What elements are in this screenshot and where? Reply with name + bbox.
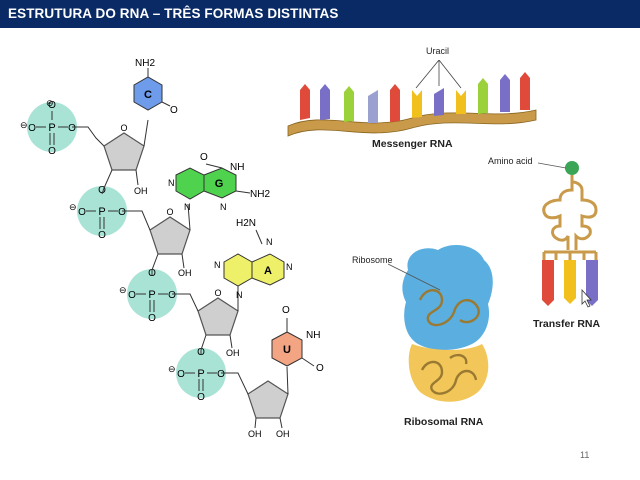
ribose-sugar-1	[103, 132, 145, 171]
svg-text:O: O	[98, 185, 106, 196]
mrna-base	[434, 88, 444, 116]
svg-text:⊖: ⊖	[20, 120, 28, 130]
cursor-icon	[581, 288, 592, 308]
amino-acid-label: Amino acid	[488, 156, 533, 166]
svg-text:NH2: NH2	[250, 189, 270, 200]
svg-text:O: O	[197, 392, 205, 403]
svg-text:N: N	[220, 202, 227, 212]
uracil-label: Uracil	[426, 46, 450, 56]
svg-text:P: P	[148, 289, 155, 301]
svg-text:N: N	[214, 260, 221, 270]
ribose-sugar-2	[149, 216, 191, 255]
svg-text:NH: NH	[230, 162, 244, 173]
ribosome-label: Ribosome	[352, 255, 393, 265]
svg-text:O: O	[214, 288, 221, 298]
svg-text:P: P	[197, 368, 204, 380]
svg-text:N: N	[286, 262, 293, 272]
transfer-rna-label: Transfer RNA	[533, 318, 601, 330]
messenger-rna-label: Messenger RNA	[372, 138, 453, 150]
svg-text:O: O	[166, 207, 173, 217]
svg-text:O: O	[200, 152, 208, 163]
svg-text:H2N: H2N	[236, 218, 256, 229]
svg-text:N: N	[184, 202, 191, 212]
phosphate-group-3: P O O O O ⊖	[119, 268, 177, 324]
transfer-rna-illustration	[542, 161, 598, 308]
svg-text:C: C	[144, 89, 152, 101]
mrna-base	[320, 84, 330, 120]
mrna-base	[300, 84, 310, 120]
svg-text:P: P	[48, 122, 55, 134]
svg-text:O: O	[118, 207, 126, 218]
mrna-bases	[300, 72, 530, 123]
ribosomal-rna-label: Ribosomal RNA	[404, 416, 484, 428]
title-bar: ESTRUTURA DO RNA – TRÊS FORMAS DISTINTAS	[0, 0, 640, 28]
svg-text:O: O	[316, 363, 324, 374]
amino-acid-leader	[538, 162, 567, 169]
svg-text:G: G	[215, 178, 224, 190]
svg-text:O: O	[177, 369, 185, 380]
svg-text:O: O	[148, 313, 156, 324]
svg-text:NH: NH	[306, 330, 320, 341]
phosphate-group-2: P O O O O ⊖	[69, 185, 127, 241]
slide-title: ESTRUTURA DO RNA – TRÊS FORMAS DISTINTAS	[8, 6, 339, 21]
base-adenine: A H2N N N N N	[214, 218, 293, 300]
svg-text:O: O	[170, 105, 178, 116]
base-uracil: U O NH O	[271, 305, 324, 374]
mrna-base	[390, 84, 400, 122]
mrna-base	[478, 78, 488, 114]
svg-text:NH2: NH2	[135, 58, 155, 69]
ribose-sugar-3	[197, 297, 239, 336]
svg-text:⊖: ⊖	[119, 285, 127, 295]
svg-text:OH: OH	[276, 429, 290, 439]
svg-text:N: N	[168, 178, 175, 188]
ribosome-illustration	[402, 245, 493, 402]
mrna-base	[456, 90, 466, 114]
svg-text:O: O	[128, 290, 136, 301]
svg-text:N: N	[236, 290, 243, 300]
page-number: 11	[580, 450, 590, 460]
svg-text:O: O	[98, 230, 106, 241]
svg-text:OH: OH	[248, 429, 262, 439]
trna-anticodon-purple	[586, 260, 598, 306]
svg-text:O: O	[48, 146, 56, 157]
svg-text:U: U	[283, 344, 291, 356]
svg-text:O: O	[217, 369, 225, 380]
phosphate-group-1: P O O O O ⊖ ⊖	[20, 98, 77, 157]
svg-text:O: O	[78, 207, 86, 218]
svg-text:O: O	[48, 100, 56, 111]
ribosome-large-subunit	[402, 245, 493, 350]
svg-text:⊖: ⊖	[69, 202, 77, 212]
rna-structure-diagram: P O O O O ⊖ ⊖ P O O O O ⊖ P O O O O ⊖	[20, 58, 324, 439]
mrna-base	[368, 90, 378, 123]
ribose-sugar-4	[247, 380, 289, 419]
mrna-base	[500, 74, 510, 112]
svg-text:O: O	[120, 123, 127, 133]
mrna-base	[520, 72, 530, 110]
svg-text:N: N	[266, 237, 273, 247]
svg-text:P: P	[98, 206, 105, 218]
svg-text:O: O	[282, 305, 290, 316]
amino-acid-sphere	[565, 161, 579, 175]
phosphate-group-4: P O O O O ⊖	[168, 347, 226, 403]
mrna-base	[344, 86, 354, 122]
trna-anticodon-red	[542, 260, 554, 306]
ribosome-leader	[388, 263, 441, 291]
svg-text:⊖: ⊖	[168, 364, 176, 374]
svg-text:O: O	[28, 123, 36, 134]
svg-text:⊖: ⊖	[46, 98, 54, 108]
svg-text:O: O	[68, 123, 76, 134]
base-cytosine: C NH2 O	[133, 58, 178, 116]
svg-text:OH: OH	[178, 268, 192, 278]
svg-text:OH: OH	[226, 348, 240, 358]
mrna-base	[412, 90, 422, 118]
messenger-rna-illustration	[287, 60, 537, 137]
trna-anticodon-yellow	[564, 260, 576, 304]
base-guanine: G O NH NH2 N N N	[168, 152, 270, 212]
svg-text:A: A	[264, 265, 272, 277]
svg-text:OH: OH	[134, 186, 148, 196]
svg-text:O: O	[168, 290, 176, 301]
